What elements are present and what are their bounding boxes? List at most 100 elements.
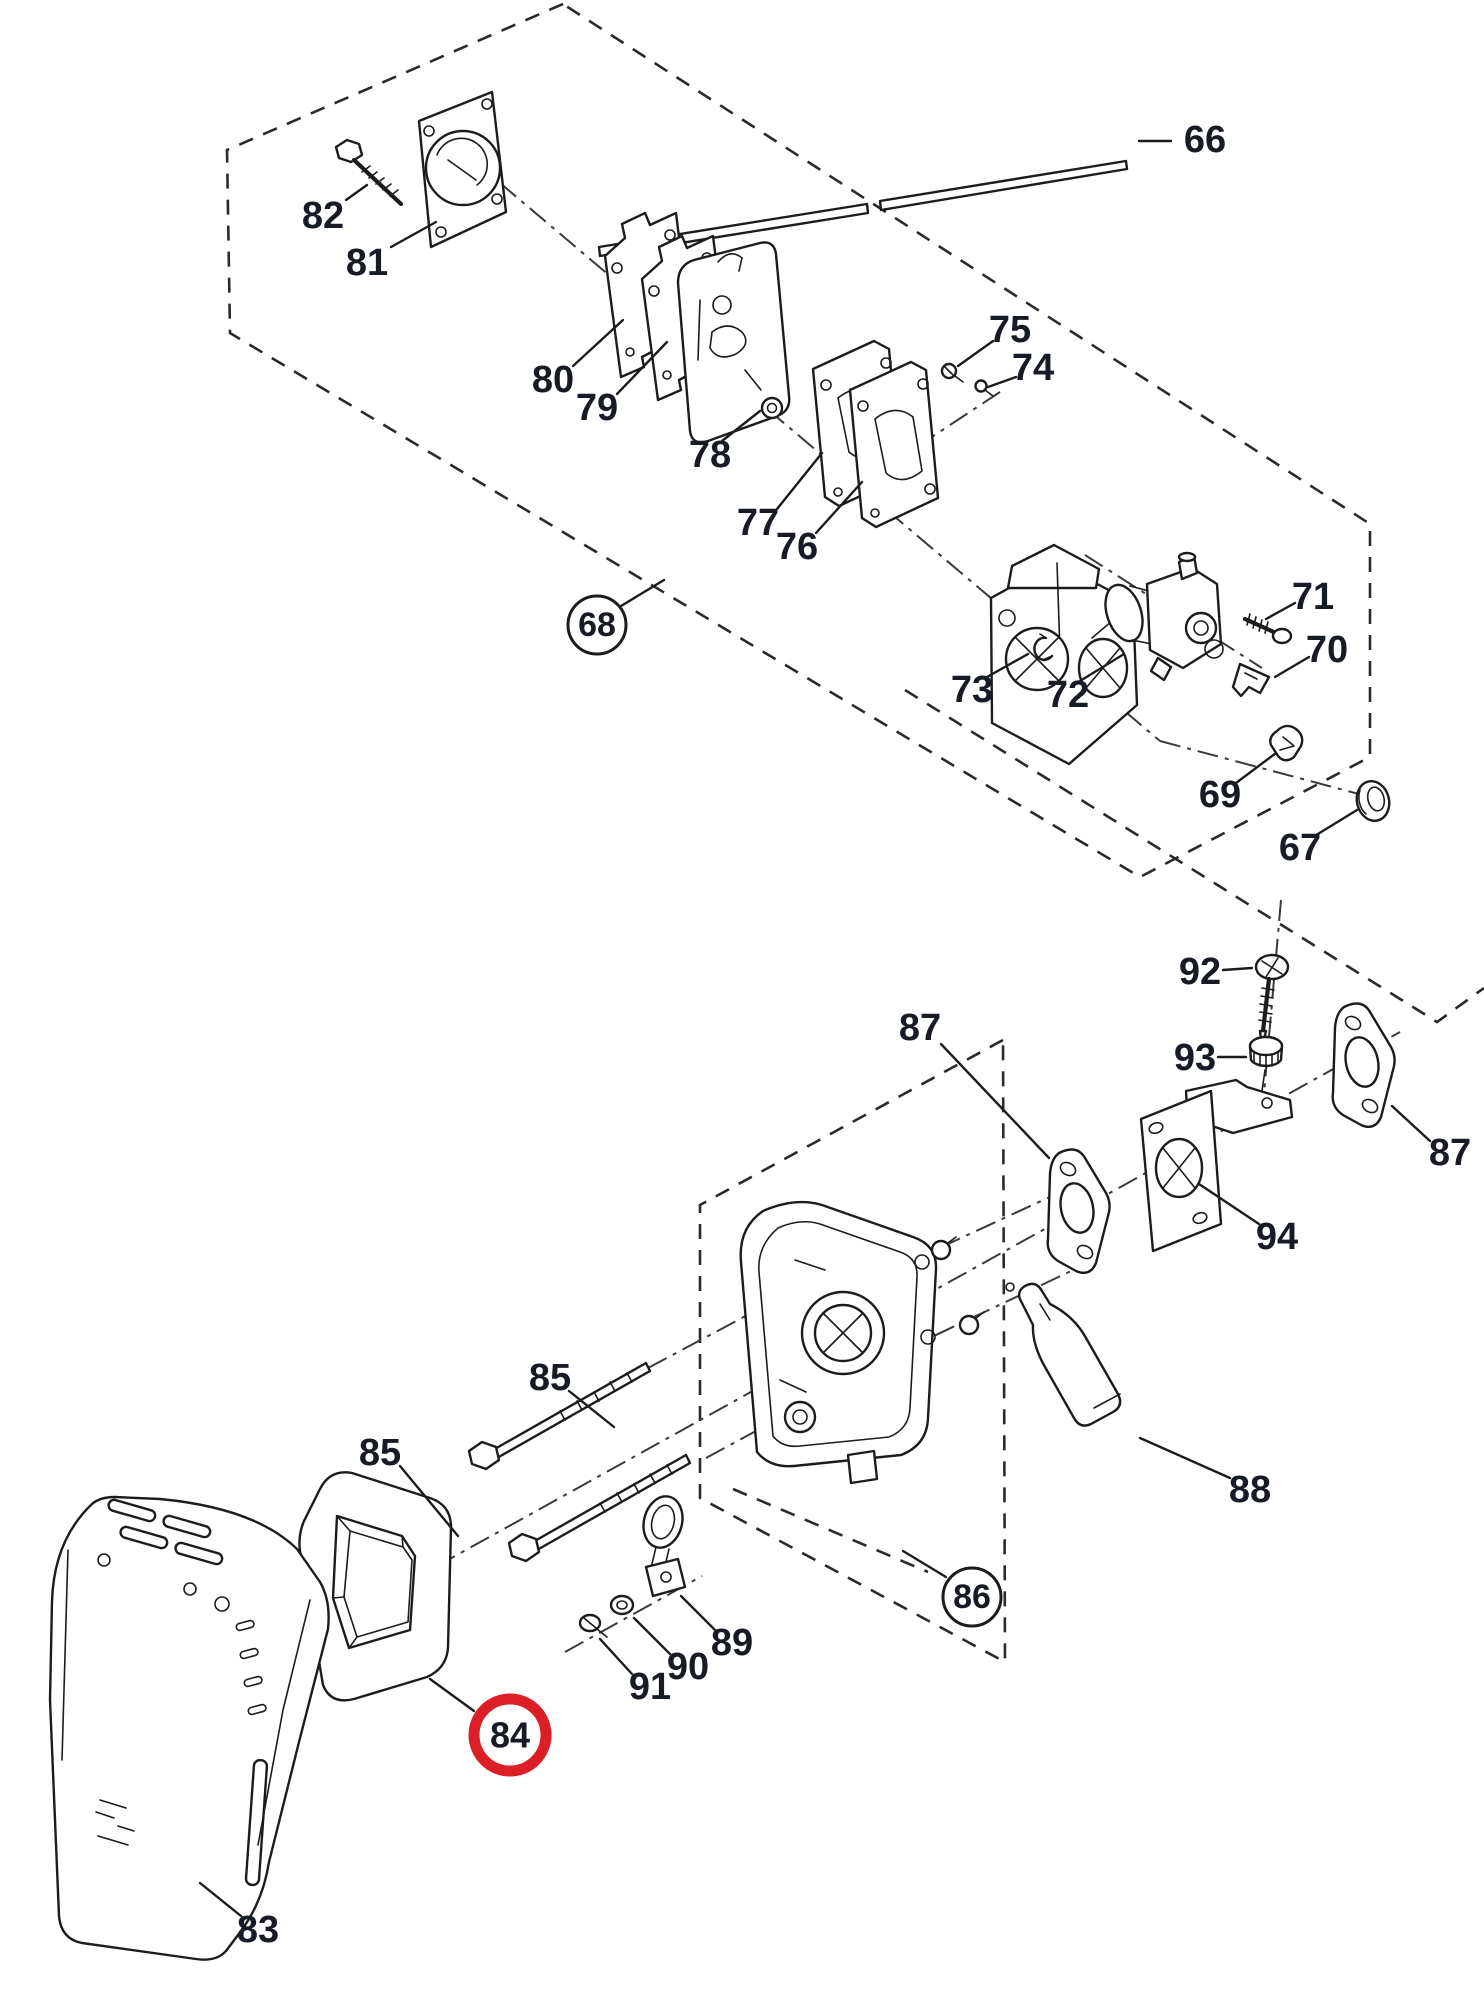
part-number: 94	[1256, 1216, 1298, 1258]
part-label-81: 81	[346, 242, 388, 284]
part-number: 83	[237, 1909, 279, 1951]
leader-line-74-9	[986, 375, 1018, 389]
leader-line-69-14	[1234, 751, 1278, 785]
highlighted-part-label-84: 84	[468, 1693, 552, 1777]
part-82-screw	[334, 138, 404, 207]
part-label-68: 68	[566, 594, 628, 656]
part-74-pin	[974, 379, 994, 397]
cover-side-slots	[235, 1619, 269, 1887]
part-number: 74	[1012, 347, 1054, 389]
part-label-76: 76	[776, 526, 818, 568]
part-label-80: 80	[532, 359, 574, 401]
part-number: 89	[711, 1622, 753, 1664]
part-number: 86	[953, 1578, 991, 1616]
part-number: 78	[689, 434, 731, 476]
leader-line-85-23	[567, 1389, 616, 1429]
part-73-clip	[1033, 633, 1054, 661]
part-number: 68	[578, 606, 616, 644]
leader-line-71-12	[1264, 601, 1297, 621]
part-83-cover	[48, 1495, 330, 1961]
part-number: 79	[576, 387, 618, 429]
part-grommets	[930, 1236, 985, 1336]
part-90-washer	[609, 1594, 635, 1616]
part-number: 69	[1199, 774, 1241, 816]
part-label-92: 92	[1179, 951, 1221, 993]
part-label-73: 73	[951, 669, 993, 711]
part-number: 87	[899, 1007, 941, 1049]
part-70-valve	[1231, 662, 1271, 698]
leader-line-92-17	[1221, 966, 1254, 972]
part-92-screw	[1254, 953, 1290, 1049]
leader-line-75-8	[956, 339, 995, 368]
part-number: 70	[1306, 629, 1348, 671]
part-94-bracket	[1139, 1078, 1294, 1253]
part-76-diaphragm	[848, 360, 940, 529]
leader-line-85-24	[398, 1464, 460, 1538]
leader-line-68-16	[619, 578, 666, 608]
leader-line-73-10	[985, 652, 1030, 679]
part-69-inlet-valve	[1269, 724, 1304, 762]
part-label-79: 79	[576, 387, 618, 429]
part-label-69: 69	[1199, 774, 1241, 816]
part-label-67: 67	[1279, 827, 1321, 869]
part-number: 73	[951, 669, 993, 711]
part-number: 67	[1279, 827, 1321, 869]
group-label-circle	[941, 1566, 1003, 1628]
leader-line-90-27	[632, 1616, 672, 1656]
parts-artwork	[48, 90, 1396, 1961]
leader-line-80-3	[571, 318, 625, 368]
part-label-70: 70	[1306, 629, 1348, 671]
part-number: 72	[1047, 674, 1089, 716]
leader-line-77-6	[775, 451, 824, 511]
leader-line-89-26	[679, 1594, 717, 1632]
leader-line-72-11	[1078, 652, 1126, 683]
part-number: 85	[359, 1432, 401, 1474]
part-label-83: 83	[237, 1909, 279, 1951]
boundary-branch-right	[904, 688, 1484, 1024]
part-72-pump-assembly	[1104, 551, 1224, 682]
part-label-71: 71	[1292, 576, 1334, 618]
part-number: 76	[776, 526, 818, 568]
part-number: 81	[346, 242, 388, 284]
cover-vents	[97, 1498, 230, 1612]
boundary-branch-bottom	[732, 1487, 929, 1574]
part-number: 88	[1229, 1469, 1271, 1511]
part-label-87: 87	[1429, 1132, 1471, 1174]
part-label-66: 66	[1184, 119, 1226, 161]
leader-line-87-19	[1390, 1104, 1432, 1143]
leader-line-87-21	[939, 1042, 1051, 1160]
group-label-circle	[566, 594, 628, 656]
part-89-choke-rod	[642, 1495, 687, 1598]
leader-line-91-28	[598, 1637, 634, 1676]
part-85-bolt	[467, 1361, 652, 1471]
leader-line-79-4	[615, 340, 669, 396]
leader-line-83-30	[198, 1881, 243, 1918]
part-label-87: 87	[899, 1007, 941, 1049]
part-label-89: 89	[711, 1622, 753, 1664]
leader-line-86-29	[901, 1549, 948, 1579]
part-67-seal	[1355, 780, 1391, 822]
part-number: 82	[302, 195, 344, 237]
boundary-group-68	[225, 2, 1372, 879]
part-label-77: 77	[737, 502, 779, 544]
part-number: 90	[667, 1646, 709, 1688]
part-number: 93	[1174, 1037, 1216, 1079]
part-label-85: 85	[529, 1357, 571, 1399]
part-88-lever	[1005, 1282, 1122, 1427]
leader-line-70-13	[1273, 655, 1311, 679]
leader-line-82-1	[344, 183, 369, 202]
part-number: 77	[737, 502, 779, 544]
leader-line-67-15	[1311, 808, 1359, 839]
part-number: 85	[529, 1357, 571, 1399]
part-81-plate	[417, 90, 508, 249]
part-label-85: 85	[359, 1432, 401, 1474]
leader-line-84-25	[428, 1677, 476, 1713]
leader-line-81-2	[389, 220, 438, 249]
part-number: 92	[1179, 951, 1221, 993]
part-number: 71	[1292, 576, 1334, 618]
part-number: 91	[629, 1666, 671, 1708]
part-number: 84	[490, 1715, 530, 1756]
